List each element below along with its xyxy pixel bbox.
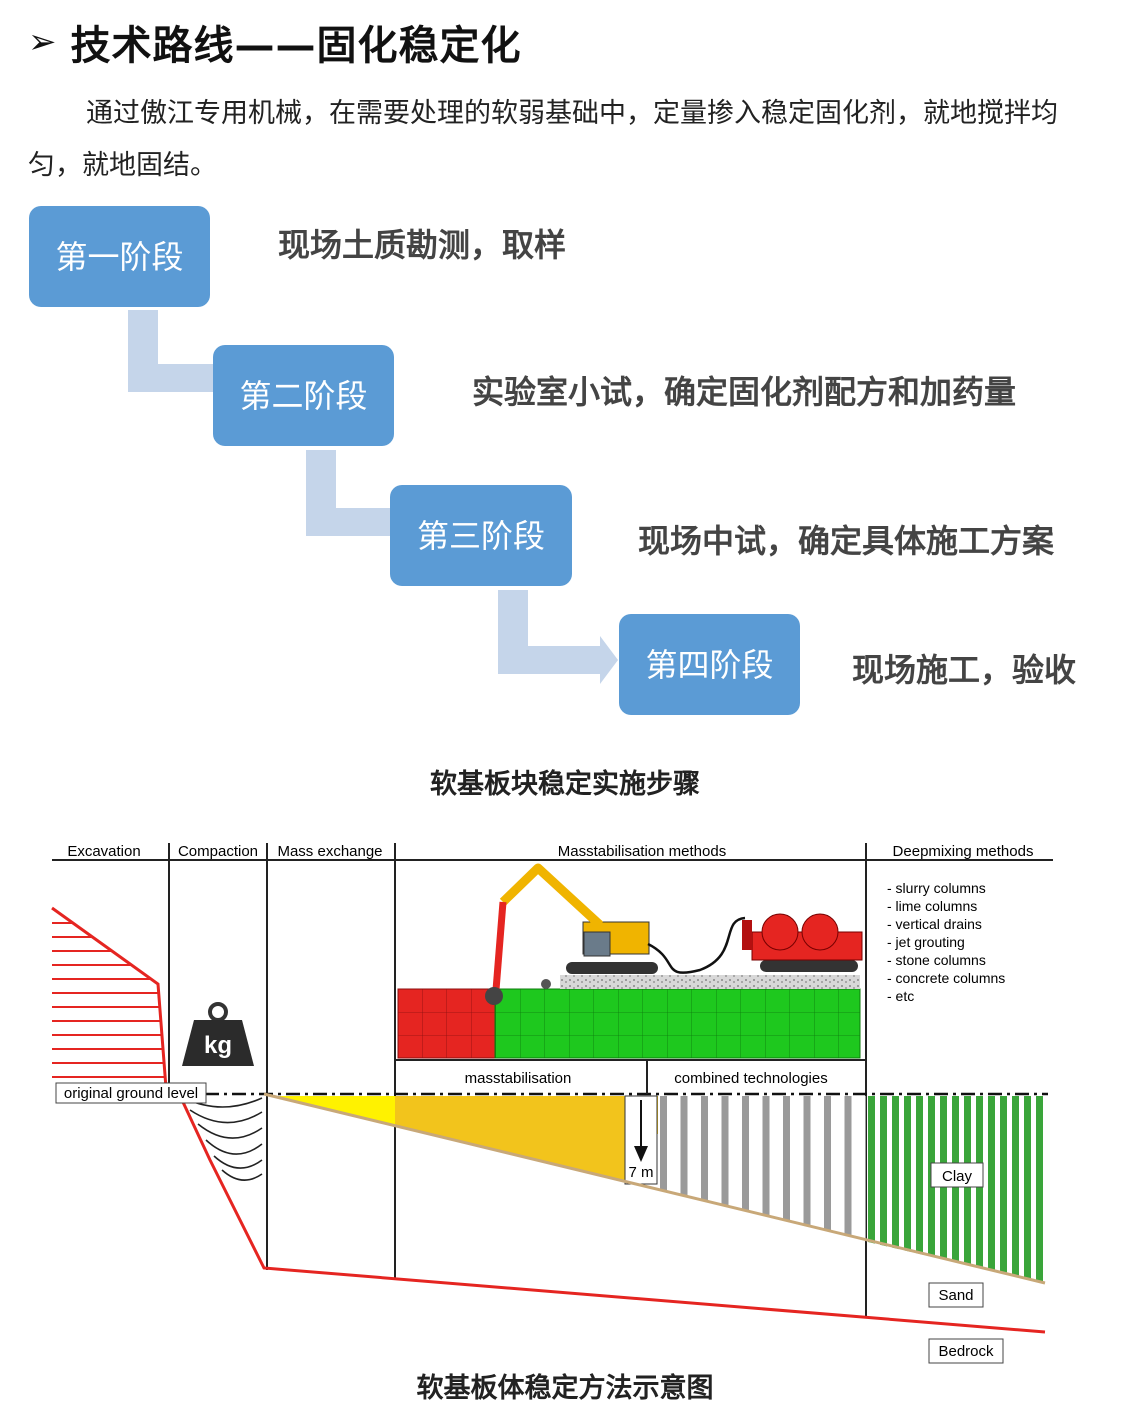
caption-methods: 软基板体稳定方法示意图	[416, 1373, 714, 1404]
stage-4-box: 第四阶段	[619, 614, 800, 715]
untreated-green-block	[494, 988, 861, 1059]
stage-2-label: 第二阶段	[239, 376, 368, 415]
deepmix-item-5: - stone columns	[887, 952, 986, 968]
hose	[647, 916, 746, 974]
bedrock-box	[928, 1338, 1004, 1364]
excavator-icon	[485, 863, 658, 1005]
stabilisation-methods-figure: Excavation Compaction Mass exchange Mass…	[51, 843, 1053, 1364]
column-compaction: Compaction	[178, 843, 258, 860]
column-masstabilisation: Masstabilisation methods	[558, 843, 726, 860]
mixer-unit-icon	[742, 913, 863, 972]
excavation-outline	[51, 906, 168, 1089]
deepmix-item-7: - etc	[887, 988, 914, 1004]
sand-box	[928, 1282, 984, 1308]
kg-weight-icon: kg	[182, 1002, 254, 1066]
depth-arrow-head	[634, 1146, 648, 1162]
ground-level-label: original ground level	[64, 1085, 198, 1102]
stage-1-box: 第一阶段	[29, 206, 210, 307]
connector-1-horizontal	[128, 364, 214, 392]
deepmix-item-1: - slurry columns	[887, 880, 986, 896]
section-heading: ➢ 技术路线——固化稳定化	[28, 14, 522, 70]
green-columns	[868, 1096, 1045, 1283]
deepmix-item-6: - concrete columns	[887, 970, 1005, 986]
grey-columns	[658, 1096, 866, 1240]
page-title: 技术路线——固化稳定化	[70, 23, 522, 69]
caption-steps: 软基板块稳定实施步骤	[430, 769, 700, 800]
compaction-arcs	[183, 1097, 263, 1181]
depth-label: 7 m	[628, 1164, 653, 1181]
column-mass-exchange: Mass exchange	[277, 843, 382, 860]
stage-3-label: 第三阶段	[416, 516, 545, 555]
stage-4-label: 第四阶段	[645, 645, 774, 684]
deepmix-item-4: - jet grouting	[887, 934, 965, 950]
excavation-wedge	[52, 908, 166, 1088]
connector-3-horizontal	[498, 646, 604, 674]
column-deepmixing: Deepmixing methods	[893, 843, 1034, 860]
gravel-layer	[560, 975, 860, 989]
stage-1-label: 第一阶段	[55, 237, 184, 276]
deepmix-item-2: - lime columns	[887, 898, 977, 914]
masstabilisation-fill	[395, 1096, 625, 1181]
sub-masstabilisation: masstabilisation	[465, 1070, 572, 1087]
stage-3-box: 第三阶段	[390, 485, 572, 586]
intro-text: 通过傲江专用机械，在需要处理的软弱基础中，定量掺入稳定固化剂，就地搅拌均匀，就地…	[28, 98, 1058, 181]
stage-2-box: 第二阶段	[213, 345, 394, 446]
bedrock-label: Bedrock	[938, 1343, 994, 1360]
treated-red-block	[397, 988, 496, 1059]
connector-2-horizontal	[306, 508, 390, 536]
sub-combined: combined technologies	[674, 1070, 827, 1087]
ground-level-box	[55, 1082, 207, 1104]
deepmix-item-3: - vertical drains	[887, 916, 982, 932]
stage-1-description: 现场土质勘测，取样	[278, 226, 567, 264]
clay-label: Clay	[942, 1168, 973, 1185]
sand-label: Sand	[938, 1287, 973, 1304]
kg-label: kg	[204, 1032, 232, 1059]
arrow-bullet-icon: ➢	[28, 22, 57, 62]
stage-2-description: 实验室小试，确定固化剂配方和加药量	[472, 373, 1017, 411]
clay-box	[930, 1162, 984, 1188]
stage-4-description: 现场施工，验收	[852, 651, 1077, 689]
column-excavation: Excavation	[67, 843, 140, 860]
sand-boundary	[263, 1092, 1046, 1285]
stage-3-description: 现场中试，确定具体施工方案	[638, 522, 1055, 560]
connector-3-arrowhead	[600, 636, 618, 684]
intro-paragraph: 通过傲江专用机械，在需要处理的软弱基础中，定量掺入稳定固化剂，就地搅拌均匀，就地…	[28, 88, 1068, 192]
